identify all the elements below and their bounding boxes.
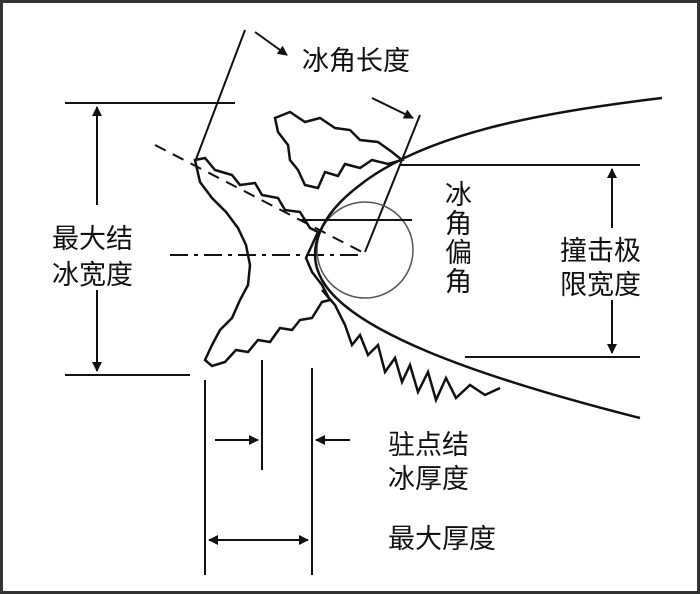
max-width-label-1: 最大结 xyxy=(52,224,133,255)
horn-length-arrow-right xyxy=(371,97,414,119)
airfoil-contour xyxy=(313,96,663,420)
horn-length-extension-left xyxy=(194,29,246,163)
horn-length-label: 冰角长度 xyxy=(302,46,410,77)
ice-lower-roughness xyxy=(321,289,501,404)
stagnation-label-1: 驻点结 xyxy=(388,430,469,461)
horn-angle-label: 冰角偏角 xyxy=(440,180,471,296)
horn-length-arrow-left xyxy=(254,31,288,56)
impingement-label-2: 限宽度 xyxy=(560,270,641,301)
leading-edge-circle xyxy=(316,201,414,299)
ice-horn-upper xyxy=(273,110,405,190)
horn-length-extension-right xyxy=(364,114,421,253)
impingement-label-1: 撞击极 xyxy=(560,236,641,267)
stagnation-label-2: 冰厚度 xyxy=(388,464,469,495)
max-thickness-label: 最大厚度 xyxy=(388,524,496,555)
horn-axis-dashed xyxy=(154,144,363,253)
max-width-label-2: 冰宽度 xyxy=(52,260,133,291)
ice-shape-main xyxy=(193,156,332,368)
